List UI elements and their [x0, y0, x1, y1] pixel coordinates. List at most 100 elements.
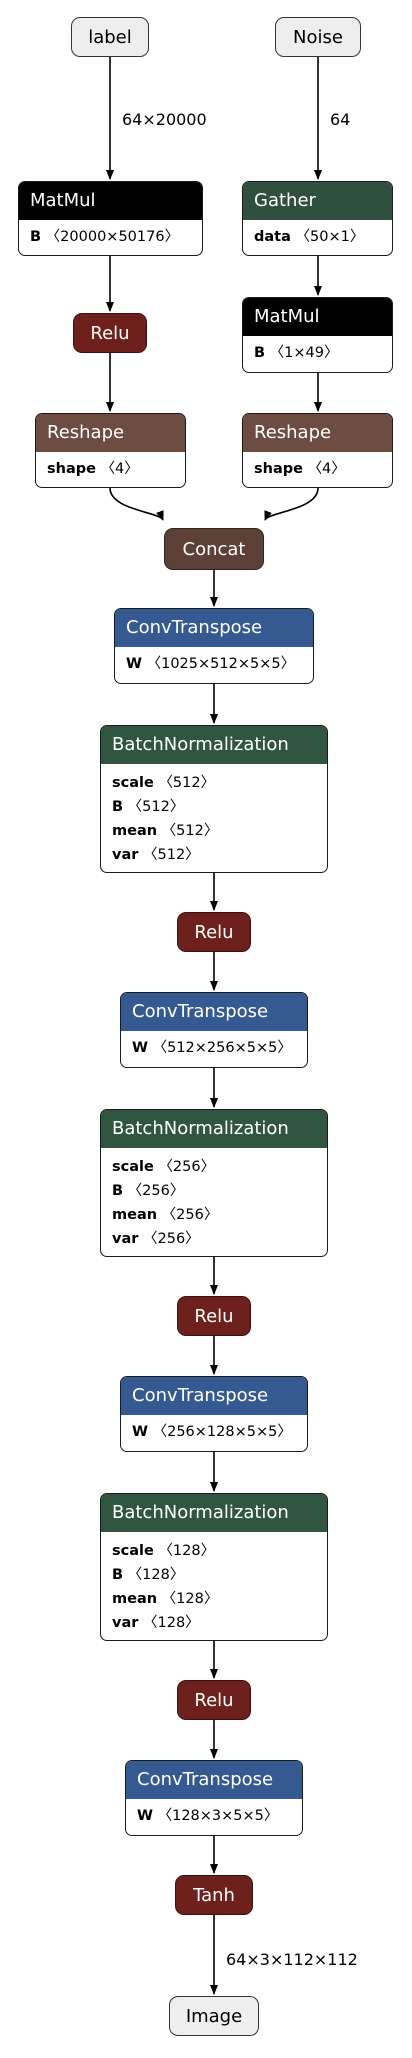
node-title: Reshape: [254, 422, 332, 443]
node-header: ConvTranspose: [126, 1761, 302, 1799]
node-header: ConvTranspose: [121, 993, 307, 1031]
node-title: BatchNormalization: [112, 1118, 289, 1139]
node-header: Gather: [243, 182, 392, 220]
attribute-value: 〈512×256×5×5〉: [152, 1040, 292, 1056]
relu-node-left[interactable]: Relu: [73, 313, 147, 353]
attribute-name: data: [254, 229, 291, 245]
attribute-value: 〈512〉: [127, 799, 185, 815]
attribute-value: 〈256〉: [161, 1207, 219, 1223]
node-header: MatMul: [243, 298, 392, 336]
attribute-name: var: [112, 1231, 139, 1247]
convtranspose-node-1[interactable]: ConvTranspose W 〈1025×512×5×5〉: [114, 608, 314, 684]
tanh-node[interactable]: Tanh: [175, 1875, 253, 1915]
relu-node-1[interactable]: Relu: [177, 912, 251, 952]
attribute-value: 〈128〉: [143, 1615, 200, 1631]
node-attributes: scale 〈512〉 B 〈512〉 mean 〈512〉 var 〈512〉: [101, 764, 327, 872]
attribute-row: scale 〈512〉: [112, 771, 316, 795]
attribute-value: 〈128〉: [158, 1543, 216, 1559]
attribute-row: scale 〈256〉: [112, 1155, 316, 1179]
convtranspose-node-4[interactable]: ConvTranspose W 〈128×3×5×5〉: [125, 1760, 303, 1836]
node-attributes: shape 〈4〉: [36, 452, 185, 487]
attribute-value: 〈50×1〉: [295, 229, 365, 245]
node-attributes: W 〈1025×512×5×5〉: [115, 647, 313, 682]
batchnormalization-node-1[interactable]: BatchNormalization scale 〈512〉 B 〈512〉 m…: [100, 725, 328, 873]
attribute-name: mean: [112, 1591, 158, 1607]
attribute-row: B 〈20000×50176〉: [30, 225, 191, 249]
attribute-name: shape: [47, 461, 96, 477]
node-title: BatchNormalization: [112, 1502, 289, 1523]
attribute-value: 〈512〉: [161, 823, 219, 839]
attribute-row: var 〈512〉: [112, 843, 316, 867]
batchnormalization-node-2[interactable]: BatchNormalization scale 〈256〉 B 〈256〉 m…: [100, 1109, 328, 1257]
edge-label-output-shape: 64×3×112×112: [226, 1950, 358, 1969]
attribute-row: var 〈256〉: [112, 1227, 316, 1251]
node-header: Reshape: [36, 414, 185, 452]
attribute-row: W 〈256×128×5×5〉: [132, 1420, 296, 1444]
gather-node[interactable]: Gather data 〈50×1〉: [242, 181, 393, 256]
attribute-row: mean 〈128〉: [112, 1587, 316, 1611]
attribute-row: shape 〈4〉: [254, 457, 381, 481]
attribute-row: data 〈50×1〉: [254, 225, 381, 249]
attribute-name: B: [112, 1567, 124, 1583]
node-attributes: B 〈1×49〉: [243, 336, 392, 371]
attribute-row: shape 〈4〉: [47, 457, 174, 481]
attribute-value: 〈128〉: [161, 1591, 219, 1607]
output-image-node[interactable]: Image: [169, 1996, 259, 2036]
edge-reshape-left-concat: [109, 487, 164, 521]
attribute-name: W: [137, 1808, 153, 1824]
node-attributes: shape 〈4〉: [243, 452, 392, 487]
node-title: ConvTranspose: [132, 1001, 269, 1022]
attribute-value: 〈256〉: [127, 1183, 185, 1199]
attribute-name: W: [126, 656, 142, 672]
attribute-value: 〈128〉: [127, 1567, 185, 1583]
attribute-value: 〈1×49〉: [269, 345, 339, 361]
attribute-row: W 〈512×256×5×5〉: [132, 1036, 296, 1060]
attribute-value: 〈256〉: [158, 1159, 216, 1175]
node-header: BatchNormalization: [101, 1494, 327, 1532]
matmul-node-left[interactable]: MatMul B 〈20000×50176〉: [18, 181, 203, 256]
node-attributes: W 〈256×128×5×5〉: [121, 1415, 307, 1450]
node-attributes: scale 〈256〉 B 〈256〉 mean 〈256〉 var 〈256〉: [101, 1148, 327, 1256]
attribute-name: shape: [254, 461, 303, 477]
input-label-node[interactable]: label: [71, 17, 149, 57]
attribute-row: scale 〈128〉: [112, 1539, 316, 1563]
relu-node-3[interactable]: Relu: [177, 1680, 251, 1720]
attribute-value: 〈512〉: [158, 775, 216, 791]
node-header: ConvTranspose: [121, 1377, 307, 1415]
attribute-row: B 〈128〉: [112, 1563, 316, 1587]
matmul-node-right[interactable]: MatMul B 〈1×49〉: [242, 297, 393, 373]
attribute-value: 〈4〉: [100, 461, 139, 477]
attribute-name: B: [112, 1183, 124, 1199]
attribute-row: W 〈1025×512×5×5〉: [126, 652, 302, 676]
input-noise-node[interactable]: Noise: [275, 17, 361, 57]
node-attributes: data 〈50×1〉: [243, 220, 392, 255]
convtranspose-node-3[interactable]: ConvTranspose W 〈256×128×5×5〉: [120, 1376, 308, 1452]
attribute-name: mean: [112, 1207, 158, 1223]
node-attributes: scale 〈128〉 B 〈128〉 mean 〈128〉 var 〈128〉: [101, 1532, 327, 1640]
attribute-value: 〈20000×50176〉: [45, 229, 180, 245]
node-attributes: W 〈128×3×5×5〉: [126, 1799, 302, 1834]
node-attributes: B 〈20000×50176〉: [19, 220, 202, 255]
node-title: MatMul: [254, 306, 320, 327]
attribute-value: 〈256×128×5×5〉: [152, 1424, 292, 1440]
convtranspose-node-2[interactable]: ConvTranspose W 〈512×256×5×5〉: [120, 992, 308, 1068]
attribute-value: 〈512〉: [143, 847, 200, 863]
attribute-row: mean 〈512〉: [112, 819, 316, 843]
reshape-node-right[interactable]: Reshape shape 〈4〉: [242, 413, 393, 488]
concat-node[interactable]: Concat: [164, 528, 264, 570]
attribute-name: W: [132, 1424, 148, 1440]
batchnormalization-node-3[interactable]: BatchNormalization scale 〈128〉 B 〈128〉 m…: [100, 1493, 328, 1641]
node-header: ConvTranspose: [115, 609, 313, 647]
attribute-row: B 〈512〉: [112, 795, 316, 819]
node-header: BatchNormalization: [101, 1110, 327, 1148]
attribute-name: scale: [112, 1543, 154, 1559]
relu-node-2[interactable]: Relu: [177, 1296, 251, 1336]
attribute-row: mean 〈256〉: [112, 1203, 316, 1227]
attribute-value: 〈128×3×5×5〉: [157, 1808, 279, 1824]
edge-label-noise-shape: 64: [330, 110, 351, 129]
node-title: ConvTranspose: [126, 617, 263, 638]
reshape-node-left[interactable]: Reshape shape 〈4〉: [35, 413, 186, 488]
node-attributes: W 〈512×256×5×5〉: [121, 1031, 307, 1066]
attribute-name: var: [112, 1615, 139, 1631]
